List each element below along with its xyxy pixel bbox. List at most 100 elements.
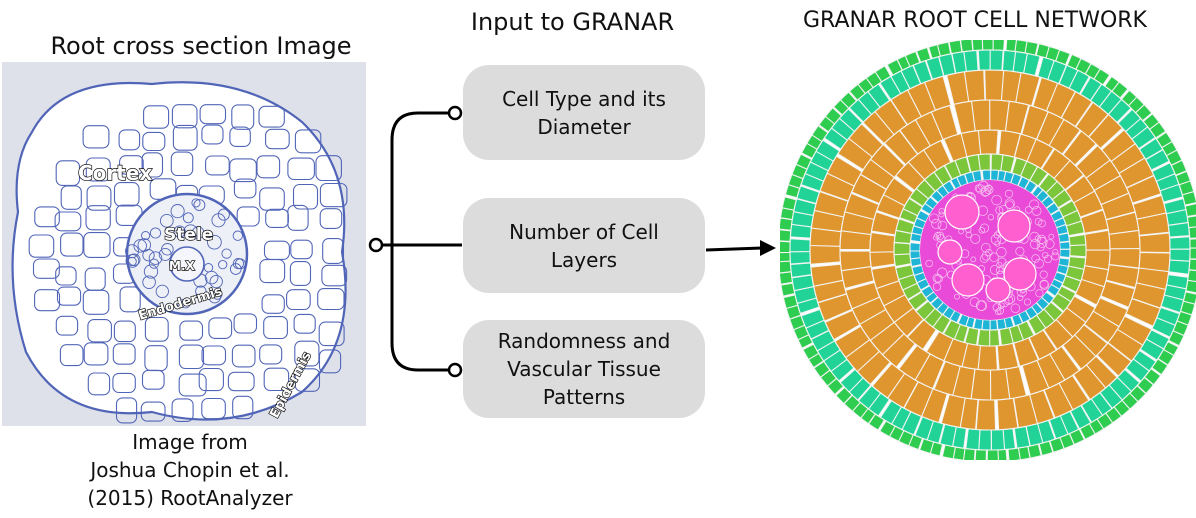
photo-cell: [319, 182, 348, 208]
photo-cell: [256, 155, 281, 179]
cortex-ring-3-cell: [977, 129, 999, 155]
root-cross-section-photo: Cortex Stele M.X Endodermis Epidermis: [2, 62, 366, 426]
input-cell-layers-label: Number of Cell Layers: [509, 219, 659, 272]
photo-cell: [290, 239, 313, 260]
exodermis-layer-cell: [1169, 236, 1191, 251]
exodermis-layer-cell: [977, 49, 992, 71]
photo-stele-cell: [158, 247, 172, 261]
stele-cell: [985, 248, 993, 257]
photo-cell: [142, 131, 166, 152]
photo-stele-cell: [159, 213, 174, 228]
inputs-title: Input to GRANAR: [470, 8, 675, 36]
stele-cell: [932, 273, 942, 283]
photo-cell: [119, 286, 141, 313]
stele-cell: [975, 184, 986, 194]
photo-cell: [205, 155, 230, 176]
cortex-ring-1-cell: [984, 69, 1005, 102]
input-cell-layers-box: Number of Cell Layers: [463, 198, 705, 293]
photo-cell: [201, 397, 226, 420]
exodermis-layer-cell: [989, 49, 1004, 71]
photo-cell: [289, 261, 312, 286]
photo-cell: [178, 344, 205, 370]
xylem-vessel: [937, 239, 963, 265]
photo-cell: [315, 155, 342, 182]
photo-cell: [287, 204, 309, 231]
photo-stele-cell: [143, 264, 159, 279]
stele-cell: [931, 218, 942, 230]
epidermis-layer: [780, 40, 1196, 460]
cortex-ring-2: [839, 99, 1141, 401]
exodermis-layer-cell: [789, 250, 811, 265]
photo-metaxylem: [169, 246, 205, 282]
stele-cell: [928, 213, 939, 224]
mx-label: M.X: [169, 259, 196, 273]
stele-cell: [936, 234, 946, 243]
photo-stele-cell: [182, 212, 194, 224]
photo-cell: [259, 187, 285, 211]
stele-cell: [1038, 219, 1046, 228]
stele-cell: [1034, 258, 1044, 269]
photo-cell: [294, 368, 321, 392]
photo-stele-cell: [195, 285, 207, 297]
photo-stele-cell: [217, 208, 230, 221]
photo-stele-cell: [193, 199, 206, 212]
photo-cell: [115, 397, 138, 424]
photo-cell: [292, 183, 319, 210]
exodermis-layer: [789, 49, 1191, 451]
stele-cell: [1004, 189, 1014, 198]
photo-cell: [143, 105, 170, 129]
pericycle-layer-cell: [971, 169, 983, 183]
exodermis-layer-cell: [1167, 221, 1191, 238]
photo-cell: [34, 206, 60, 228]
cortex-ring-1-cell: [1138, 232, 1171, 254]
photo-stele-cell: [173, 225, 186, 238]
photo-cell: [171, 398, 194, 422]
pericycle-layer-cell: [957, 313, 970, 327]
stele-cell: [965, 231, 972, 239]
photo-cell: [232, 395, 254, 420]
photo-cell: [259, 259, 286, 284]
stele-cell: [937, 220, 948, 231]
photo-cell: [318, 321, 345, 347]
photo-stele-cell: [127, 256, 137, 267]
cortex-ring-3-cell: [1084, 229, 1111, 251]
photo-cell: [201, 124, 224, 145]
stele-cell: [932, 282, 942, 291]
photo-cell: [199, 104, 227, 125]
photo-cell: [82, 125, 110, 149]
photo-title: Root cross section Image: [50, 32, 352, 60]
stele-cell: [990, 234, 1002, 245]
stele-cell: [1034, 235, 1042, 242]
stele-cell: [1004, 198, 1015, 209]
pericycle-layer-cell: [909, 241, 921, 252]
photo-cell: [233, 313, 258, 334]
photo-cell: [198, 367, 224, 392]
stele-cell: [1031, 206, 1042, 216]
stele-cell: [1052, 249, 1059, 256]
exodermis-layer-cell: [789, 262, 813, 279]
stele-cell: [1035, 289, 1044, 298]
stele-cell: [979, 254, 989, 263]
output-arrow-line: [705, 246, 763, 252]
photo-cell: [54, 211, 82, 232]
photo-cell: [233, 178, 257, 199]
photo-cell: [321, 264, 348, 287]
stele-cell: [978, 227, 986, 234]
photo-cell: [85, 157, 111, 182]
pericycle-layer-cell: [1046, 283, 1061, 298]
photo-cell: [178, 373, 207, 397]
photo-cell: [287, 157, 315, 181]
stele-cell: [992, 303, 1001, 312]
cortex-ring-2-cell: [970, 99, 992, 132]
output-arrowhead: [760, 240, 776, 256]
photo-cell: [85, 205, 111, 231]
photo-stele-cell: [183, 224, 199, 240]
input-cell-type-label: Cell Type and its Diameter: [502, 86, 666, 139]
photo-cell: [60, 185, 82, 210]
photo-cell: [141, 152, 164, 178]
photo-stele-cell: [133, 239, 147, 253]
photo-cell: [171, 104, 198, 129]
photo-stele-cell: [170, 204, 185, 219]
stele-cell: [985, 184, 993, 192]
network-title: GRANAR ROOT CELL NETWORK: [803, 8, 1147, 33]
